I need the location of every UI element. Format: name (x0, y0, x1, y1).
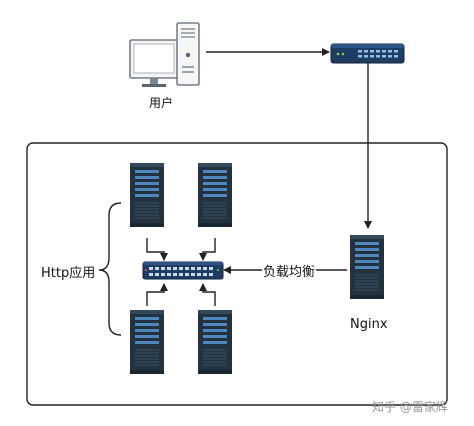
http-app-brace (98, 202, 122, 336)
desktop-computer-icon (129, 22, 200, 87)
nginx-label: Nginx (350, 317, 388, 332)
server-tower-icon (129, 162, 165, 228)
user-label: 用户 (149, 96, 174, 110)
server-tower-icon (197, 162, 233, 228)
network-router-icon (330, 43, 405, 64)
server-tower-icon (197, 309, 233, 375)
cluster-frame (26, 142, 448, 406)
server-2-connector (199, 238, 216, 261)
http-app-label: Http应用 (41, 266, 96, 281)
load-balance-label: 负载均衡 (262, 261, 317, 280)
network-switch-icon (142, 261, 224, 280)
server-1-connector (146, 238, 168, 261)
watermark-text: 知乎 @雷家辉 (372, 400, 448, 414)
nginx-server-icon (349, 234, 385, 300)
server-4-connector (199, 283, 216, 306)
server-tower-icon (129, 309, 165, 375)
server-3-connector (146, 283, 168, 306)
